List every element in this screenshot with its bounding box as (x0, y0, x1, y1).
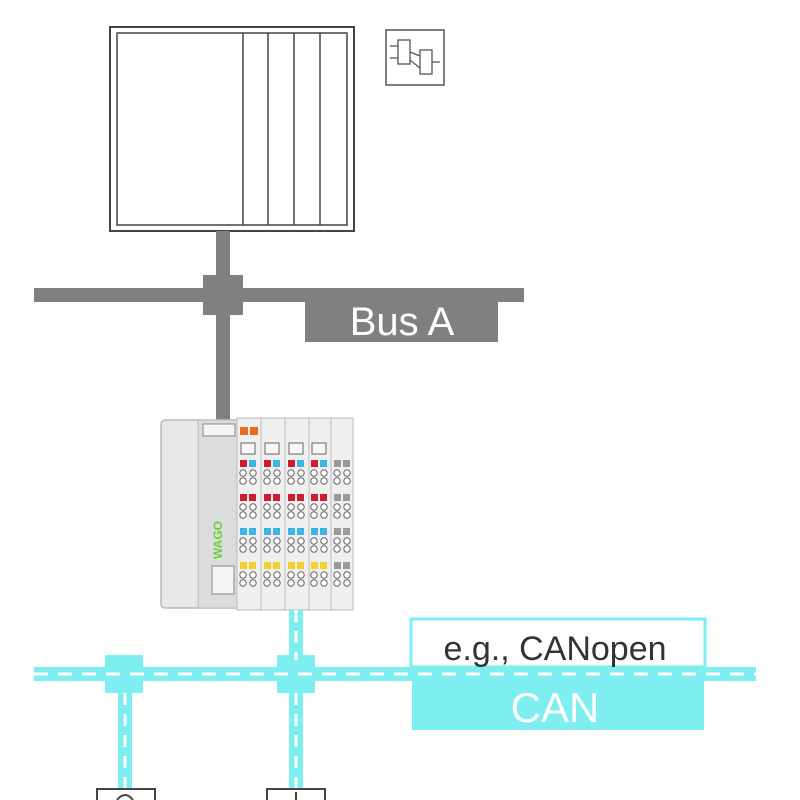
terminal-circle (263, 579, 271, 587)
fieldbus-coupler: WAGO (160, 417, 354, 611)
terminal-circle (249, 469, 257, 477)
terminal-circle (263, 537, 271, 545)
wago-logo: WAGO (211, 521, 225, 559)
terminal-circle (239, 477, 247, 485)
terminal-circle (273, 477, 281, 485)
terminal-circle (249, 477, 257, 485)
terminal-circle (239, 579, 247, 587)
terminal-circle (310, 477, 318, 485)
terminal-circle (297, 469, 305, 477)
terminal-circle (310, 469, 318, 477)
terminal-circle (343, 503, 351, 511)
terminal-circle (287, 545, 295, 553)
terminal-circle (273, 469, 281, 477)
terminal-circle (239, 511, 247, 519)
terminal-circle (297, 579, 305, 587)
terminal-circle (333, 503, 341, 511)
terminal-circle (263, 511, 271, 519)
terminal-circle (287, 571, 295, 579)
terminal-circle (310, 579, 318, 587)
terminal-circle (287, 469, 295, 477)
terminal-circle (273, 503, 281, 511)
terminal-circle (333, 545, 341, 553)
terminal-circle (239, 537, 247, 545)
terminal-circle (343, 477, 351, 485)
terminal-circle (239, 571, 247, 579)
terminal-circle (239, 503, 247, 511)
logic-block-symbol-icon (385, 29, 445, 86)
terminal-circle (273, 545, 281, 553)
terminal-circle (343, 469, 351, 477)
can-label: CAN (511, 684, 600, 731)
terminal-circle (320, 537, 328, 545)
terminal-circle (320, 571, 328, 579)
terminal-circle (273, 511, 281, 519)
can-bus-network: e.g., CANopen CAN (34, 610, 756, 800)
terminal-circle (343, 545, 351, 553)
terminal-circle (333, 511, 341, 519)
terminal-circle (249, 545, 257, 553)
terminal-circle (249, 511, 257, 519)
terminal-circle (310, 503, 318, 511)
terminal-circle (333, 579, 341, 587)
terminal-circle (263, 477, 271, 485)
can-device-stubs (96, 788, 326, 800)
bus-a-network: Bus A (34, 231, 524, 423)
terminal-circle (249, 571, 257, 579)
terminal-circle (287, 503, 295, 511)
terminal-circle (239, 469, 247, 477)
terminal-circle (287, 579, 295, 587)
terminal-circle (343, 537, 351, 545)
terminal-circle (297, 477, 305, 485)
terminal-circle (310, 537, 318, 545)
terminal-circle (297, 571, 305, 579)
terminal-circle (249, 537, 257, 545)
terminal-circle (297, 537, 305, 545)
terminal-circle (310, 571, 318, 579)
terminal-circle (343, 571, 351, 579)
terminal-circle (333, 469, 341, 477)
terminal-circle (273, 579, 281, 587)
bus-a-label-box (305, 296, 498, 342)
terminal-circle (287, 477, 295, 485)
terminal-circle (263, 545, 271, 553)
terminal-circle (263, 503, 271, 511)
can-sublabel: e.g., CANopen (443, 630, 666, 668)
terminal-circle (273, 571, 281, 579)
terminal-circle (320, 579, 328, 587)
plc-rack-icon (109, 26, 355, 232)
terminal-circle (343, 511, 351, 519)
terminal-circle (310, 511, 318, 519)
terminal-circle (320, 469, 328, 477)
can-label-box (412, 675, 704, 730)
terminal-circle (239, 545, 247, 553)
terminal-circle (249, 503, 257, 511)
terminal-circle (249, 579, 257, 587)
terminal-circle (343, 579, 351, 587)
terminal-circle (333, 477, 341, 485)
terminal-circle (263, 571, 271, 579)
terminal-circle (297, 511, 305, 519)
terminal-circle (320, 503, 328, 511)
terminal-circle (287, 537, 295, 545)
terminal-circle (320, 511, 328, 519)
terminal-circle (333, 571, 341, 579)
terminal-circle (310, 545, 318, 553)
terminal-circle (297, 503, 305, 511)
terminal-circle (320, 477, 328, 485)
can-sublabel-box (409, 617, 707, 669)
terminal-circle (333, 537, 341, 545)
terminal-circle (297, 545, 305, 553)
terminal-circle (273, 537, 281, 545)
terminal-circle (263, 469, 271, 477)
bus-a-label: Bus A (350, 300, 455, 344)
terminal-circle (320, 545, 328, 553)
terminal-circle (287, 511, 295, 519)
